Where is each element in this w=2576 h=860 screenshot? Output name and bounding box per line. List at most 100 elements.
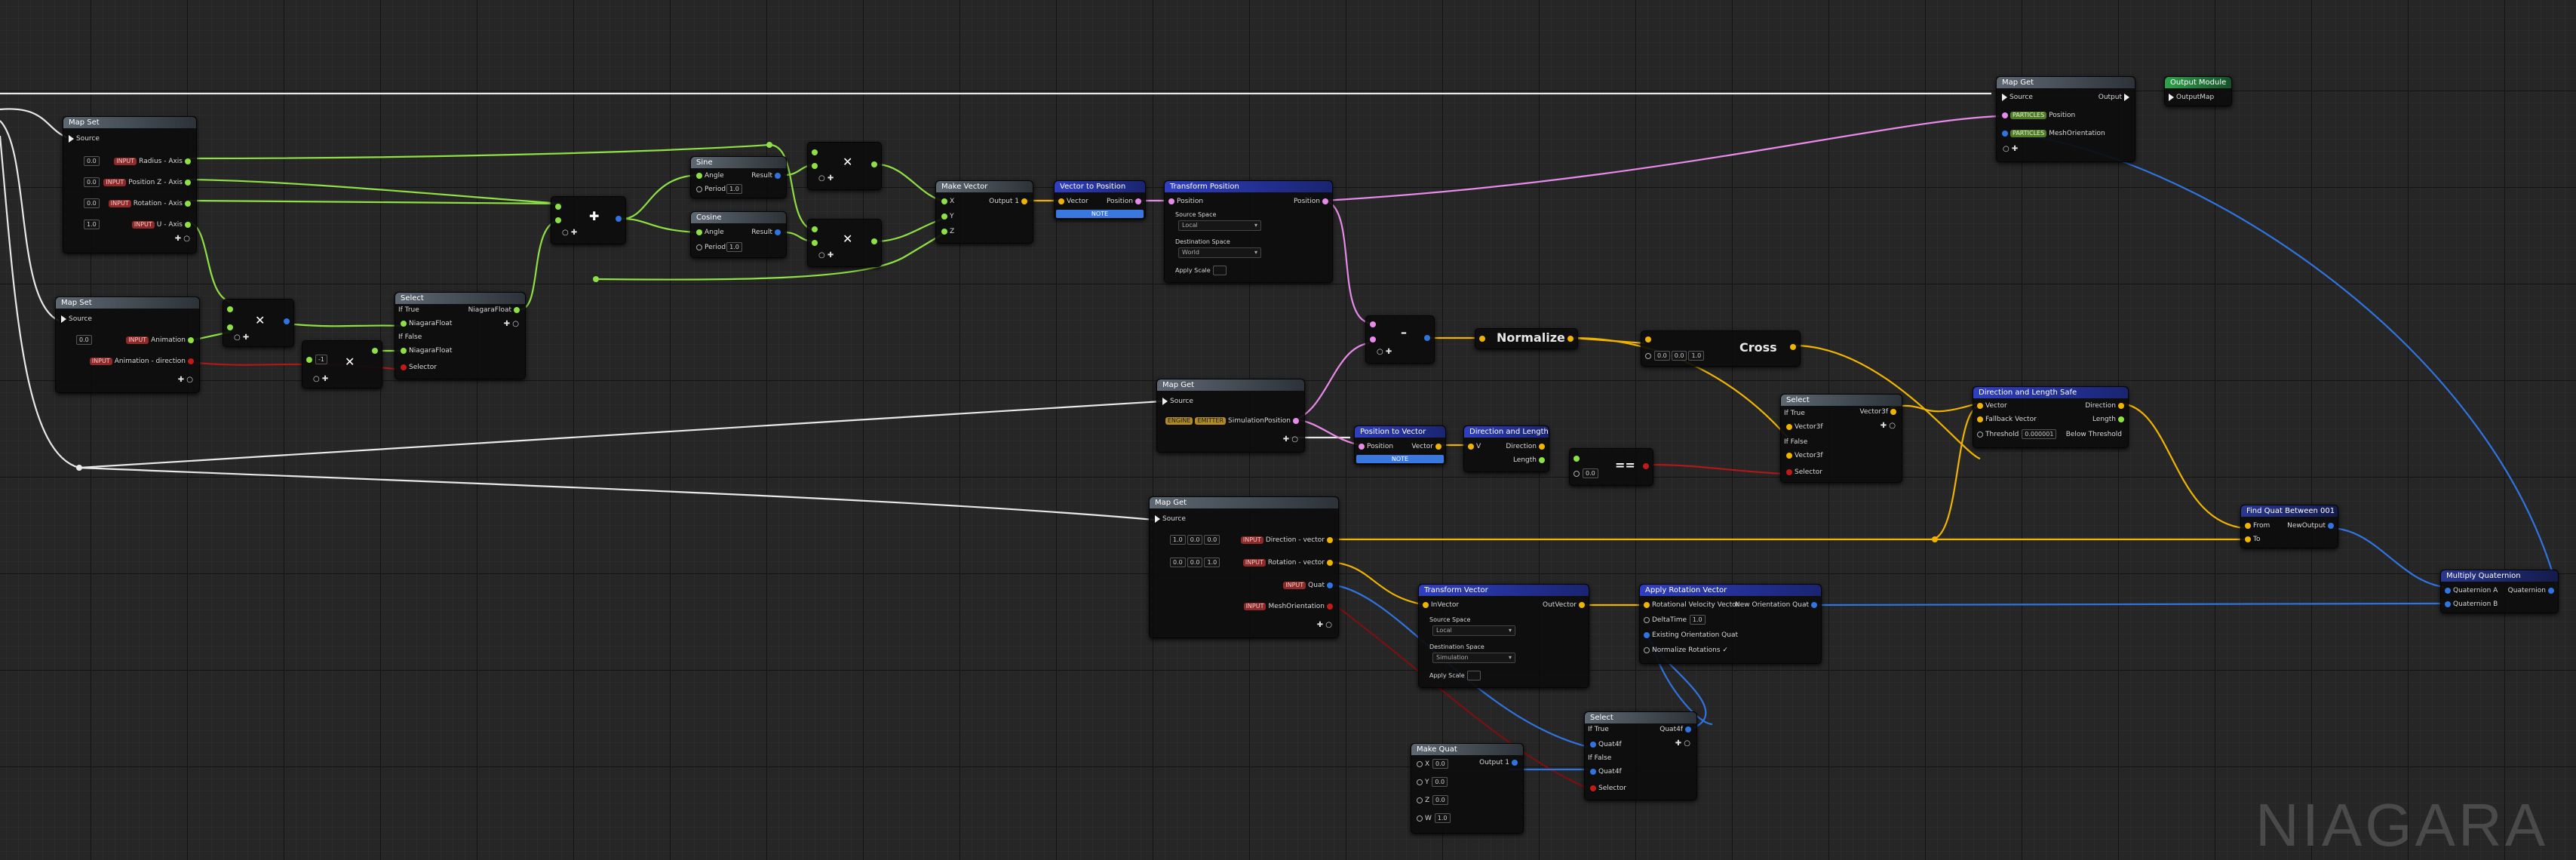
bool-pin[interactable] [1590, 785, 1596, 791]
vector-pin[interactable] [1021, 198, 1027, 204]
vector-pin[interactable] [1644, 601, 1650, 608]
exec-pin[interactable] [2169, 93, 2174, 101]
value-box[interactable]: -1 [315, 355, 327, 364]
quat-pin[interactable] [1327, 582, 1333, 588]
output-pin[interactable] [775, 172, 781, 179]
add-pin-icon[interactable]: ✚ ○ [1880, 422, 1896, 430]
exec-pin[interactable] [1162, 397, 1168, 405]
negate-node[interactable]: -1 ○ ✚ ✕ [302, 340, 382, 389]
add-pin-icon[interactable]: ○ ✚ [818, 251, 834, 260]
output-pin[interactable] [284, 318, 290, 324]
output-pin[interactable] [871, 238, 877, 244]
float-pin[interactable] [185, 179, 191, 186]
float-pin[interactable] [696, 244, 702, 250]
position-pin[interactable] [1359, 443, 1365, 450]
multiply-node-2[interactable]: ○ ✚ ✕ [807, 142, 882, 190]
vector-pin[interactable] [1890, 408, 1896, 415]
add-pin-icon[interactable]: ○ ✚ [234, 333, 250, 342]
bool-pin[interactable] [188, 358, 194, 364]
float-pin[interactable] [1417, 760, 1423, 767]
vector-pin[interactable] [1790, 343, 1796, 350]
select-node-2[interactable]: Select Vector3f If True Vector3f ✚ ○ If … [1780, 394, 1902, 483]
add-pin-icon[interactable]: ✚ ○ [1675, 739, 1690, 748]
select-node-1[interactable]: Select NiagaraFloat If True NiagaraFloat… [395, 292, 526, 379]
float-pin[interactable] [812, 226, 818, 232]
float-pin[interactable] [188, 336, 194, 343]
quat-pin[interactable] [1685, 726, 1691, 733]
quat-pin[interactable] [2328, 522, 2334, 529]
output-module-node[interactable]: Output Module OutputMap [2164, 76, 2232, 106]
bool-pin[interactable] [1644, 647, 1650, 653]
add-pin-icon[interactable]: ○ ✚ [313, 375, 329, 383]
float-pin[interactable] [401, 347, 407, 354]
vector-pin[interactable] [1786, 423, 1792, 430]
multiply-node-3[interactable]: ○ ✚ ✕ [807, 219, 882, 267]
source-space-dropdown[interactable]: Local [1432, 625, 1515, 636]
make-quat-node[interactable]: Make Quat Output 1 X 0.0 Y 0.0 Z 0.0 W 1… [1411, 743, 1524, 834]
select-node-3[interactable]: Select Quat4f If True Quat4f ✚ ○ If Fals… [1584, 711, 1697, 800]
vector-pin[interactable] [2118, 402, 2124, 409]
vector-pin[interactable] [1468, 443, 1474, 450]
float-pin[interactable] [1417, 797, 1423, 803]
float-pin[interactable] [227, 306, 233, 312]
quat-pin[interactable] [1644, 631, 1650, 638]
output-pin[interactable] [616, 215, 622, 222]
normalize-node[interactable]: Normalize [1475, 328, 1578, 349]
float-pin[interactable] [1574, 455, 1580, 462]
output-pin[interactable] [871, 161, 877, 167]
apply-scale-checkbox[interactable] [1467, 671, 1481, 680]
quat-pin[interactable] [1811, 601, 1817, 608]
dest-space-dropdown[interactable]: Simulation [1432, 653, 1515, 663]
vec-x[interactable]: 0.0 [1170, 557, 1186, 567]
float-pin[interactable] [514, 306, 520, 313]
vec-y[interactable]: 0.0 [1187, 557, 1203, 567]
transform-vector-node[interactable]: Transform Vector InVector OutVector Sour… [1418, 584, 1589, 688]
vector-pin[interactable] [1435, 443, 1442, 450]
float-pin[interactable] [1417, 779, 1423, 785]
add-pin-icon[interactable]: ○ ✚ [2003, 145, 2019, 153]
float-pin[interactable] [1539, 456, 1545, 463]
value-box[interactable]: 0.0 [1583, 468, 1598, 478]
vector-pin[interactable] [1579, 601, 1585, 608]
subtract-node[interactable]: ○ ✚ – [1365, 315, 1435, 364]
value-box[interactable]: 0.0 [76, 335, 92, 345]
apply-scale-checkbox[interactable] [1213, 266, 1227, 275]
add-pin-icon[interactable]: ✚ ○ [1282, 435, 1298, 444]
float-pin[interactable] [185, 200, 191, 207]
vector-pin[interactable] [1567, 335, 1574, 342]
float-pin[interactable] [227, 324, 233, 330]
source-space-dropdown[interactable]: Local [1178, 220, 1261, 231]
check-icon[interactable]: ✓ [1722, 647, 1728, 654]
float-pin[interactable] [555, 217, 561, 223]
float-pin[interactable] [812, 149, 818, 155]
float-pin[interactable] [696, 172, 702, 179]
value-box[interactable]: 0.0 [84, 198, 100, 208]
float-pin[interactable] [1574, 470, 1580, 477]
apply-rotation-node[interactable]: Apply Rotation Vector Rotational Velocit… [1639, 584, 1822, 664]
float-pin[interactable] [1417, 815, 1423, 822]
float-pin[interactable] [185, 221, 191, 228]
equals-node[interactable]: 0.0 == [1569, 448, 1653, 486]
value-box[interactable]: 0.0 [84, 177, 100, 187]
vector-pin[interactable] [1539, 443, 1545, 450]
float-pin[interactable] [1644, 616, 1650, 623]
position-pin[interactable] [1168, 198, 1174, 204]
quat-pin[interactable] [2445, 600, 2451, 607]
vector-pin[interactable] [2245, 522, 2251, 529]
output-pin[interactable] [775, 229, 781, 235]
float-pin[interactable] [2118, 416, 2124, 422]
quat-pin[interactable] [1590, 768, 1596, 775]
vector-pin[interactable] [2245, 536, 2251, 542]
float-pin[interactable] [941, 198, 947, 204]
add-node[interactable]: ○ ✚ ✚ [551, 196, 626, 244]
bool-pin[interactable] [1643, 462, 1649, 469]
period-value[interactable]: 1.0 [726, 242, 742, 252]
output-pin[interactable] [1424, 334, 1430, 341]
direction-length-node[interactable]: Direction and Length V Direction Length [1463, 425, 1549, 472]
vec-z[interactable]: 1.0 [1204, 557, 1220, 567]
